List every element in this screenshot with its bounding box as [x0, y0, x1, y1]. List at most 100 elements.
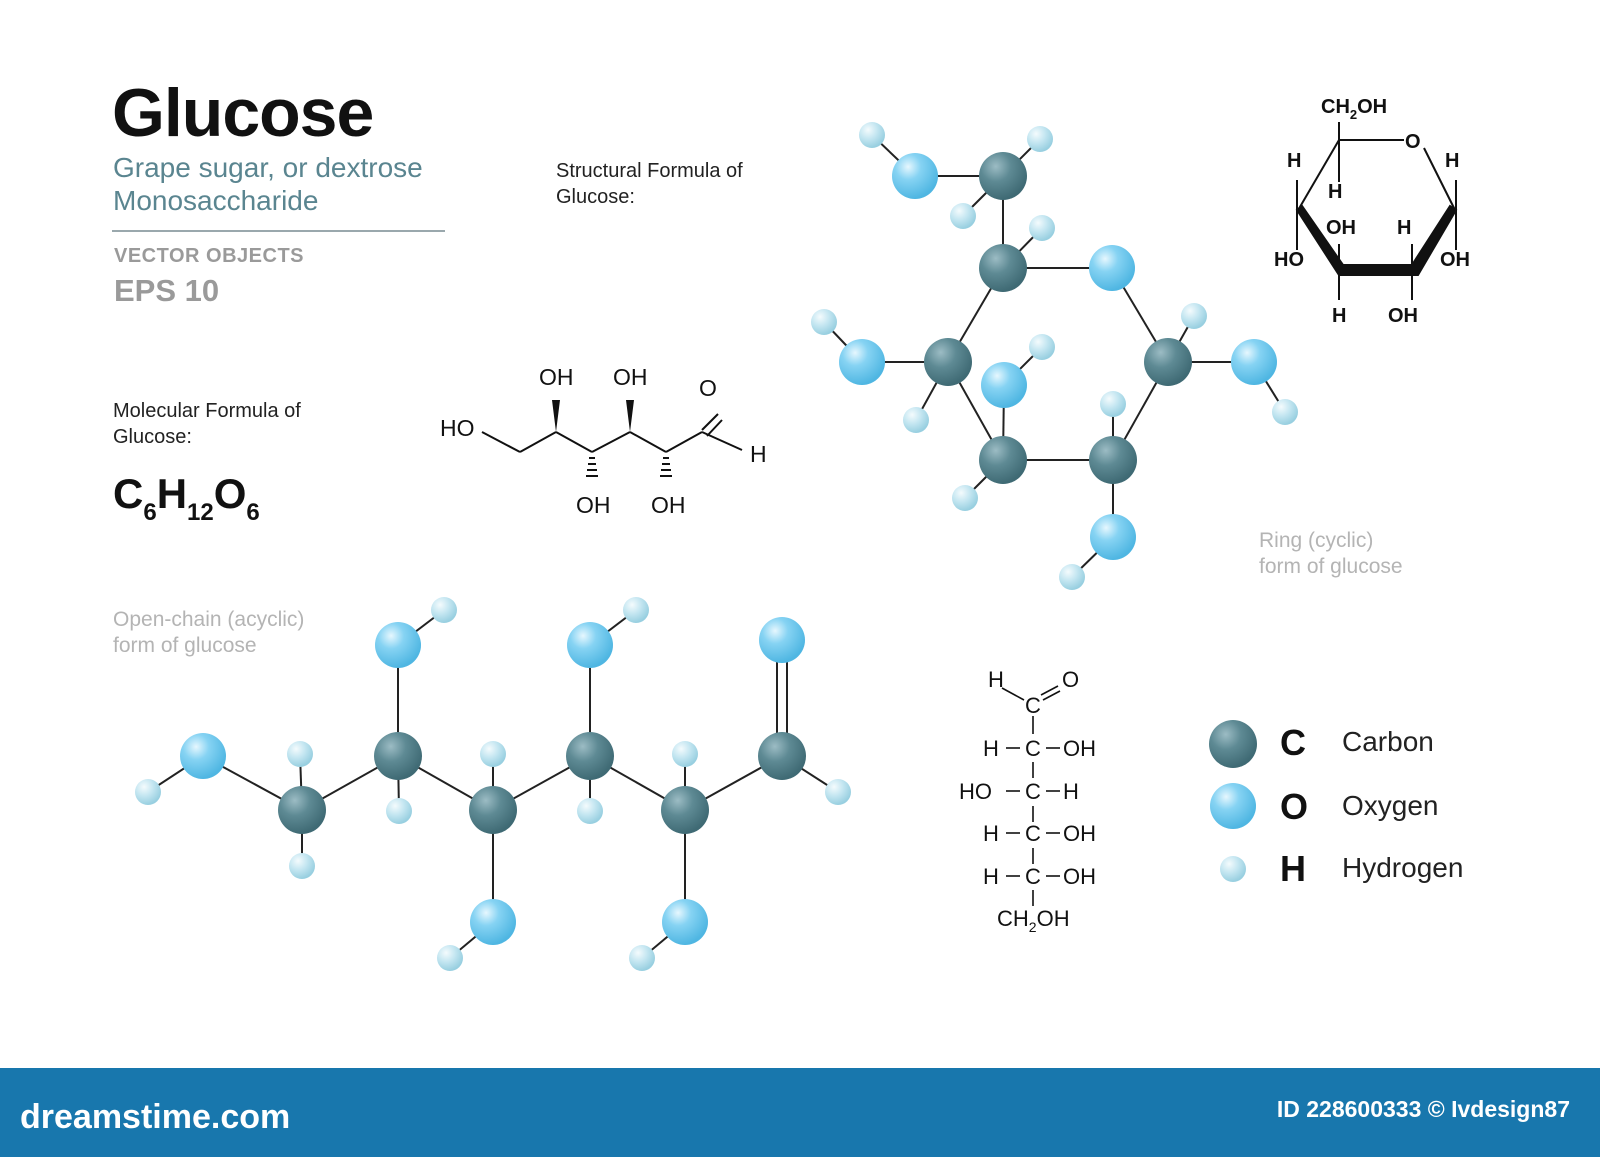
skeletal-oh-4: OH [651, 492, 686, 518]
formula-o: O [213, 470, 247, 517]
open-chain-caption-line-2: form of glucose [113, 634, 257, 657]
structural-caption-line-1: Structural Formula of [556, 160, 743, 182]
carbon-atom [979, 436, 1027, 484]
carbon-atom [278, 786, 326, 834]
skeletal-oh-3: OH [576, 492, 611, 518]
vector-objects-label: VECTOR OBJECTS [114, 245, 304, 267]
oxygen-atom [662, 899, 708, 945]
oxygen-atom [1089, 245, 1135, 291]
haworth-h-bottom: H [1332, 305, 1346, 327]
oxygen-atom [1231, 339, 1277, 385]
ring-ball-model [811, 122, 1298, 590]
skeletal-o: O [699, 375, 717, 401]
subtitle-class: Monosaccharide [113, 185, 319, 216]
footer-stock-id: ID 228600333 © Ivdesign87 [1276, 1096, 1570, 1122]
formula-o-count: 6 [246, 499, 260, 526]
hydrogen-atom [1220, 856, 1246, 882]
hydrogen-atom [672, 741, 698, 767]
haworth-oh-top: OH [1357, 96, 1387, 118]
hydrogen-atom [1029, 215, 1055, 241]
haworth-ch2oh: CH2OH [1321, 96, 1387, 122]
oxygen-atom [1090, 514, 1136, 560]
carbon-atom [1209, 720, 1257, 768]
footer-brand: dreamstime.com [20, 1098, 291, 1136]
fischer-ch: CH [997, 906, 1029, 931]
haworth-ch: CH [1321, 96, 1350, 118]
oxygen-atom [839, 339, 885, 385]
legend-oxygen-label: Oxygen [1342, 790, 1439, 821]
haworth-h-right: H [1445, 150, 1459, 172]
carbon-atom [661, 786, 709, 834]
ring-caption-line-2: form of glucose [1259, 555, 1403, 578]
molecular-caption-line-1: Molecular Formula of [113, 400, 301, 422]
legend-hydrogen-label: Hydrogen [1342, 852, 1464, 883]
skeletal-h: H [750, 441, 767, 467]
hydrogen-atom [950, 203, 976, 229]
hydrogen-atom [903, 407, 929, 433]
structural-formula-caption: Structural Formula of Glucose: [556, 158, 743, 210]
skeletal-formula [481, 400, 743, 477]
legend-balls [1209, 720, 1257, 882]
hydrogen-atom [577, 798, 603, 824]
eps-label: EPS 10 [114, 273, 220, 308]
hydrogen-atom [825, 779, 851, 805]
hydrogen-atom [1027, 126, 1053, 152]
hydrogen-atom [1272, 399, 1298, 425]
haworth-h-inner: H [1328, 181, 1342, 203]
haworth-sub2: 2 [1350, 107, 1357, 122]
haworth-ring-o: O [1405, 131, 1421, 153]
legend-hydrogen-symbol: H [1280, 848, 1306, 889]
legend-oxygen-symbol: O [1280, 786, 1309, 827]
carbon-atom [469, 786, 517, 834]
formula-h: H [156, 470, 188, 517]
hydrogen-atom [1100, 391, 1126, 417]
carbon-atom [374, 732, 422, 780]
hydrogen-atom [629, 945, 655, 971]
carbon-atom [979, 152, 1027, 200]
molecule-diagrams: HO OH OH OH OH O H CH2OH O H H H OH H HO… [135, 96, 1470, 971]
haworth-oh-right: OH [1440, 249, 1470, 271]
carbon-atom [979, 244, 1027, 292]
fischer-c5: C [1025, 864, 1041, 889]
hydrogen-atom [952, 485, 978, 511]
header-divider [112, 230, 445, 232]
fischer-projection [1001, 685, 1061, 906]
fischer-oh-5: OH [1063, 864, 1096, 889]
footer-bar [0, 1068, 1600, 1157]
hydrogen-atom [811, 309, 837, 335]
hydrogen-atom [386, 798, 412, 824]
fischer-c4: C [1025, 821, 1041, 846]
skeletal-ho: HO [440, 415, 475, 441]
hydrogen-atom [287, 741, 313, 767]
haworth-h-mid: H [1397, 217, 1411, 239]
fischer-oh-2: OH [1063, 736, 1096, 761]
open-chain-caption: Open-chain (acyclic) form of glucose [113, 607, 304, 659]
fischer-c2: C [1025, 736, 1041, 761]
legend-carbon-label: Carbon [1342, 726, 1434, 757]
hydrogen-atom [437, 945, 463, 971]
fischer-oh-4: OH [1063, 821, 1096, 846]
skeletal-oh-1: OH [539, 364, 574, 390]
fischer-h-5: H [983, 864, 999, 889]
carbon-atom [758, 732, 806, 780]
hydrogen-atom [623, 597, 649, 623]
hydrogen-atom [1181, 303, 1207, 329]
carbon-atom [566, 732, 614, 780]
carbon-atom [1089, 436, 1137, 484]
page-title: Glucose [112, 75, 374, 151]
molecular-caption-line-2: Glucose: [113, 426, 192, 448]
fischer-ch2oh: CH2OH [997, 906, 1070, 935]
molecular-formula: C6H12O6 [113, 470, 260, 527]
fischer-sub2: 2 [1029, 919, 1037, 935]
oxygen-atom [1210, 783, 1256, 829]
haworth-oh-mid: OH [1326, 217, 1356, 239]
hydrogen-atom [480, 741, 506, 767]
structural-caption-line-2: Glucose: [556, 186, 635, 208]
fischer-oh-bottom: OH [1037, 906, 1070, 931]
hydrogen-atom [1059, 564, 1085, 590]
open-chain-caption-line-1: Open-chain (acyclic) [113, 608, 305, 631]
oxygen-atom [180, 733, 226, 779]
skeletal-labels: HO OH OH OH OH O H [440, 364, 767, 518]
haworth-labels: CH2OH O H H H OH H HO OH H OH [1274, 96, 1470, 327]
oxygen-atom [375, 622, 421, 668]
